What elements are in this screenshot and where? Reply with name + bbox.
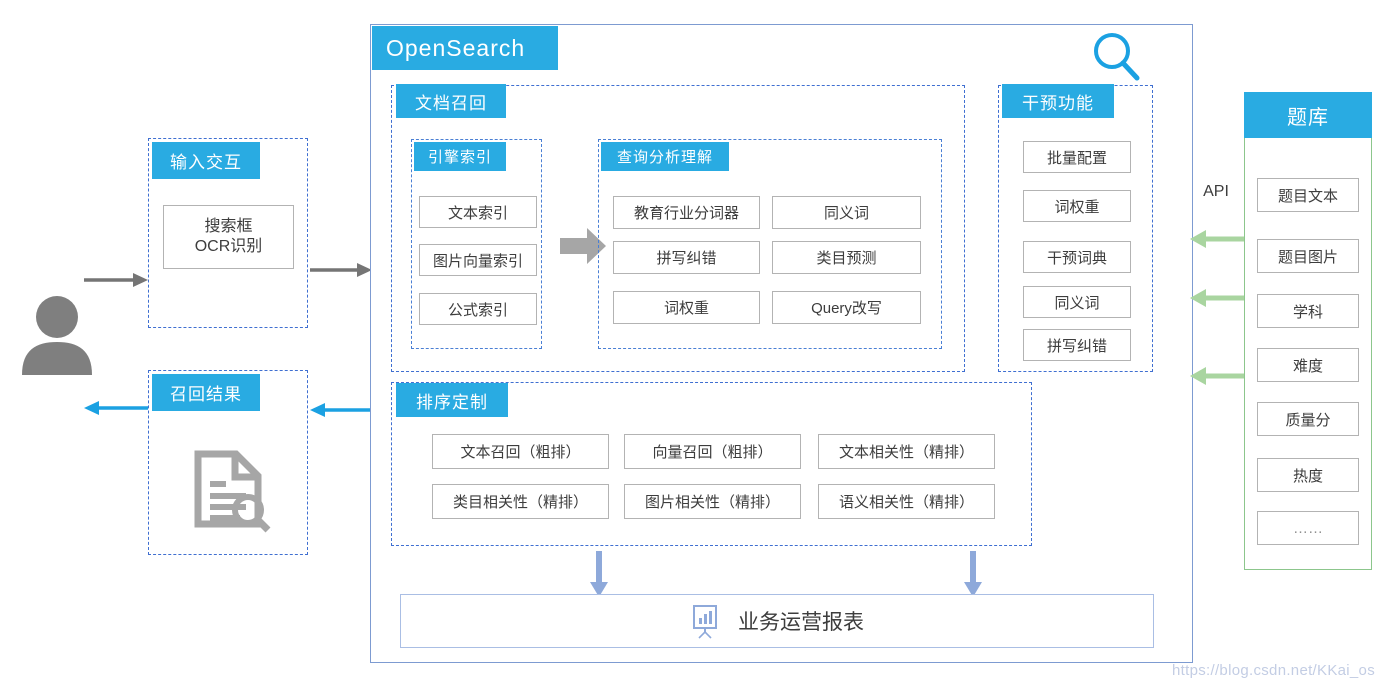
question-bank-item[interactable]: 学科 xyxy=(1257,294,1359,328)
question-bank-item[interactable]: 难度 xyxy=(1257,348,1359,382)
intervention-title: 干预功能 xyxy=(1002,84,1114,118)
arrow-user-to-input xyxy=(84,270,148,290)
question-bank-item[interactable]: 质量分 xyxy=(1257,402,1359,436)
input-interaction-panel xyxy=(148,138,308,328)
intervention-item[interactable]: 同义词 xyxy=(1023,286,1131,318)
question-bank-item[interactable]: 题目文本 xyxy=(1257,178,1359,212)
opensearch-title: OpenSearch xyxy=(372,26,558,70)
api-label: API xyxy=(1203,183,1229,200)
recall-result-panel xyxy=(148,370,308,555)
ranking-item[interactable]: 文本相关性（精排） xyxy=(818,434,995,469)
watermark: https://blog.csdn.net/KKai_os xyxy=(1172,662,1375,679)
ranking-panel xyxy=(391,382,1032,546)
query-analysis-panel xyxy=(598,139,942,349)
query-analysis-item[interactable]: 教育行业分词器 xyxy=(613,196,760,229)
question-bank-title: 题库 xyxy=(1244,92,1372,138)
arrow-api-2 xyxy=(1190,289,1246,307)
engine-index-title: 引擎索引 xyxy=(414,142,506,171)
intervention-item[interactable]: 拼写纠错 xyxy=(1023,329,1131,361)
search-icon xyxy=(1092,30,1142,82)
question-bank-item[interactable]: 题目图片 xyxy=(1257,239,1359,273)
engine-index-item[interactable]: 公式索引 xyxy=(419,293,537,325)
input-interaction-title: 输入交互 xyxy=(152,142,260,179)
ranking-item[interactable]: 图片相关性（精排） xyxy=(624,484,801,519)
arrow-input-to-opensearch xyxy=(310,260,372,280)
question-bank-panel xyxy=(1244,92,1372,570)
query-analysis-item[interactable]: 词权重 xyxy=(613,291,760,324)
arrow-down-right xyxy=(963,551,983,597)
doc-recall-panel xyxy=(391,85,965,372)
ocr-label: OCR识别 xyxy=(194,238,263,255)
query-analysis-item[interactable]: 拼写纠错 xyxy=(613,241,760,274)
report-label: 业务运营报表 xyxy=(738,611,864,634)
ranking-title: 排序定制 xyxy=(396,383,508,417)
arrow-api-1 xyxy=(1190,230,1246,248)
chart-board-icon xyxy=(690,604,720,639)
search-box-label: 搜索框 xyxy=(204,218,253,235)
actor-user xyxy=(18,295,96,375)
query-analysis-item[interactable]: 同义词 xyxy=(772,196,921,229)
ranking-item[interactable]: 类目相关性（精排） xyxy=(432,484,609,519)
arrow-down-left xyxy=(589,551,609,597)
search-ocr-box: 搜索框 OCR识别 xyxy=(163,205,294,269)
engine-index-panel xyxy=(411,139,542,349)
arrow-api-3 xyxy=(1190,367,1246,385)
arrow-result-to-user xyxy=(84,398,148,418)
intervention-item[interactable]: 干预词典 xyxy=(1023,241,1131,273)
ranking-item[interactable]: 向量召回（粗排） xyxy=(624,434,801,469)
user-icon xyxy=(22,296,92,375)
query-analysis-item[interactable]: 类目预测 xyxy=(772,241,921,274)
report-bar[interactable]: 业务运营报表 xyxy=(400,594,1154,648)
ranking-item[interactable]: 语义相关性（精排） xyxy=(818,484,995,519)
intervention-item[interactable]: 批量配置 xyxy=(1023,141,1131,173)
document-search-icon xyxy=(190,448,272,533)
query-analysis-item[interactable]: Query改写 xyxy=(772,291,921,324)
engine-index-item[interactable]: 文本索引 xyxy=(419,196,537,228)
ranking-item[interactable]: 文本召回（粗排） xyxy=(432,434,609,469)
arrow-index-to-query xyxy=(560,228,608,264)
intervention-item[interactable]: 词权重 xyxy=(1023,190,1131,222)
arrow-ranking-to-result xyxy=(310,400,372,420)
recall-result-title: 召回结果 xyxy=(152,374,260,411)
question-bank-item[interactable]: 热度 xyxy=(1257,458,1359,492)
doc-recall-title: 文档召回 xyxy=(396,84,506,118)
question-bank-item[interactable]: …… xyxy=(1257,511,1359,545)
engine-index-item[interactable]: 图片向量索引 xyxy=(419,244,537,276)
query-analysis-title: 查询分析理解 xyxy=(601,142,729,171)
